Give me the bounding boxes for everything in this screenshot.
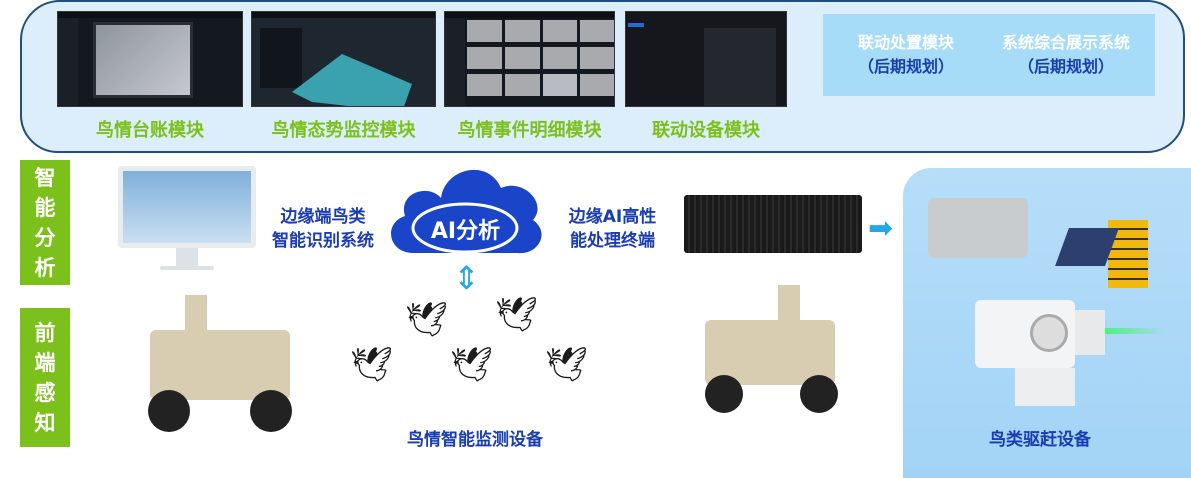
planned-box-display: 系统综合展示系统 （后期规划） <box>977 14 1155 96</box>
planned-title: 系统综合展示系统 <box>1001 33 1130 52</box>
laser-device-image <box>975 300 1075 368</box>
bird-icon: 🕊 <box>405 300 449 340</box>
monitor-image <box>118 166 256 248</box>
updown-arrow-icon: ⇕ <box>453 259 480 297</box>
edge-terminal-image <box>684 195 862 253</box>
ledger-screenshot <box>57 11 243 107</box>
planned-title: 联动处置模块 <box>857 33 954 52</box>
planned-sub: （后期规划） <box>857 57 954 76</box>
repel-speaker-image <box>928 198 1028 258</box>
bird-icon: 🕊 <box>450 345 494 385</box>
repel-device-label: 鸟类驱赶设备 <box>989 430 1091 450</box>
robot-image <box>705 320 835 385</box>
cloud-label: AI分析 <box>430 219 501 244</box>
bird-icon: 🕊 <box>545 345 589 385</box>
module-label-monitor: 鸟情态势监控模块 <box>271 120 416 141</box>
monitor-screenshot <box>251 11 436 107</box>
event-screenshot <box>444 11 615 107</box>
edge-system-label: 边缘端鸟类智能识别系统 <box>272 207 374 251</box>
right-arrow-icon: ➡ <box>868 211 894 246</box>
device-screenshot <box>625 11 787 107</box>
bird-icon: 🕊 <box>495 295 539 335</box>
module-label-device: 联动设备模块 <box>652 120 760 141</box>
terminal-label: 边缘AI高性能处理终端 <box>568 207 657 251</box>
planned-box-disposal: 联动处置模块 （后期规划） <box>823 14 989 96</box>
tag-perception: 前端感知 <box>20 308 70 447</box>
bird-icon: 🕊 <box>350 345 394 385</box>
robot-image <box>150 330 290 400</box>
monitor-device-label: 鸟情智能监测设备 <box>407 430 543 450</box>
tag-analysis: 智能分析 <box>20 160 70 285</box>
planned-sub: （后期规划） <box>1017 57 1114 76</box>
module-label-ledger: 鸟情台账模块 <box>96 120 204 141</box>
cloud-icon <box>391 169 542 254</box>
module-label-event: 鸟情事件明细模块 <box>457 120 602 141</box>
